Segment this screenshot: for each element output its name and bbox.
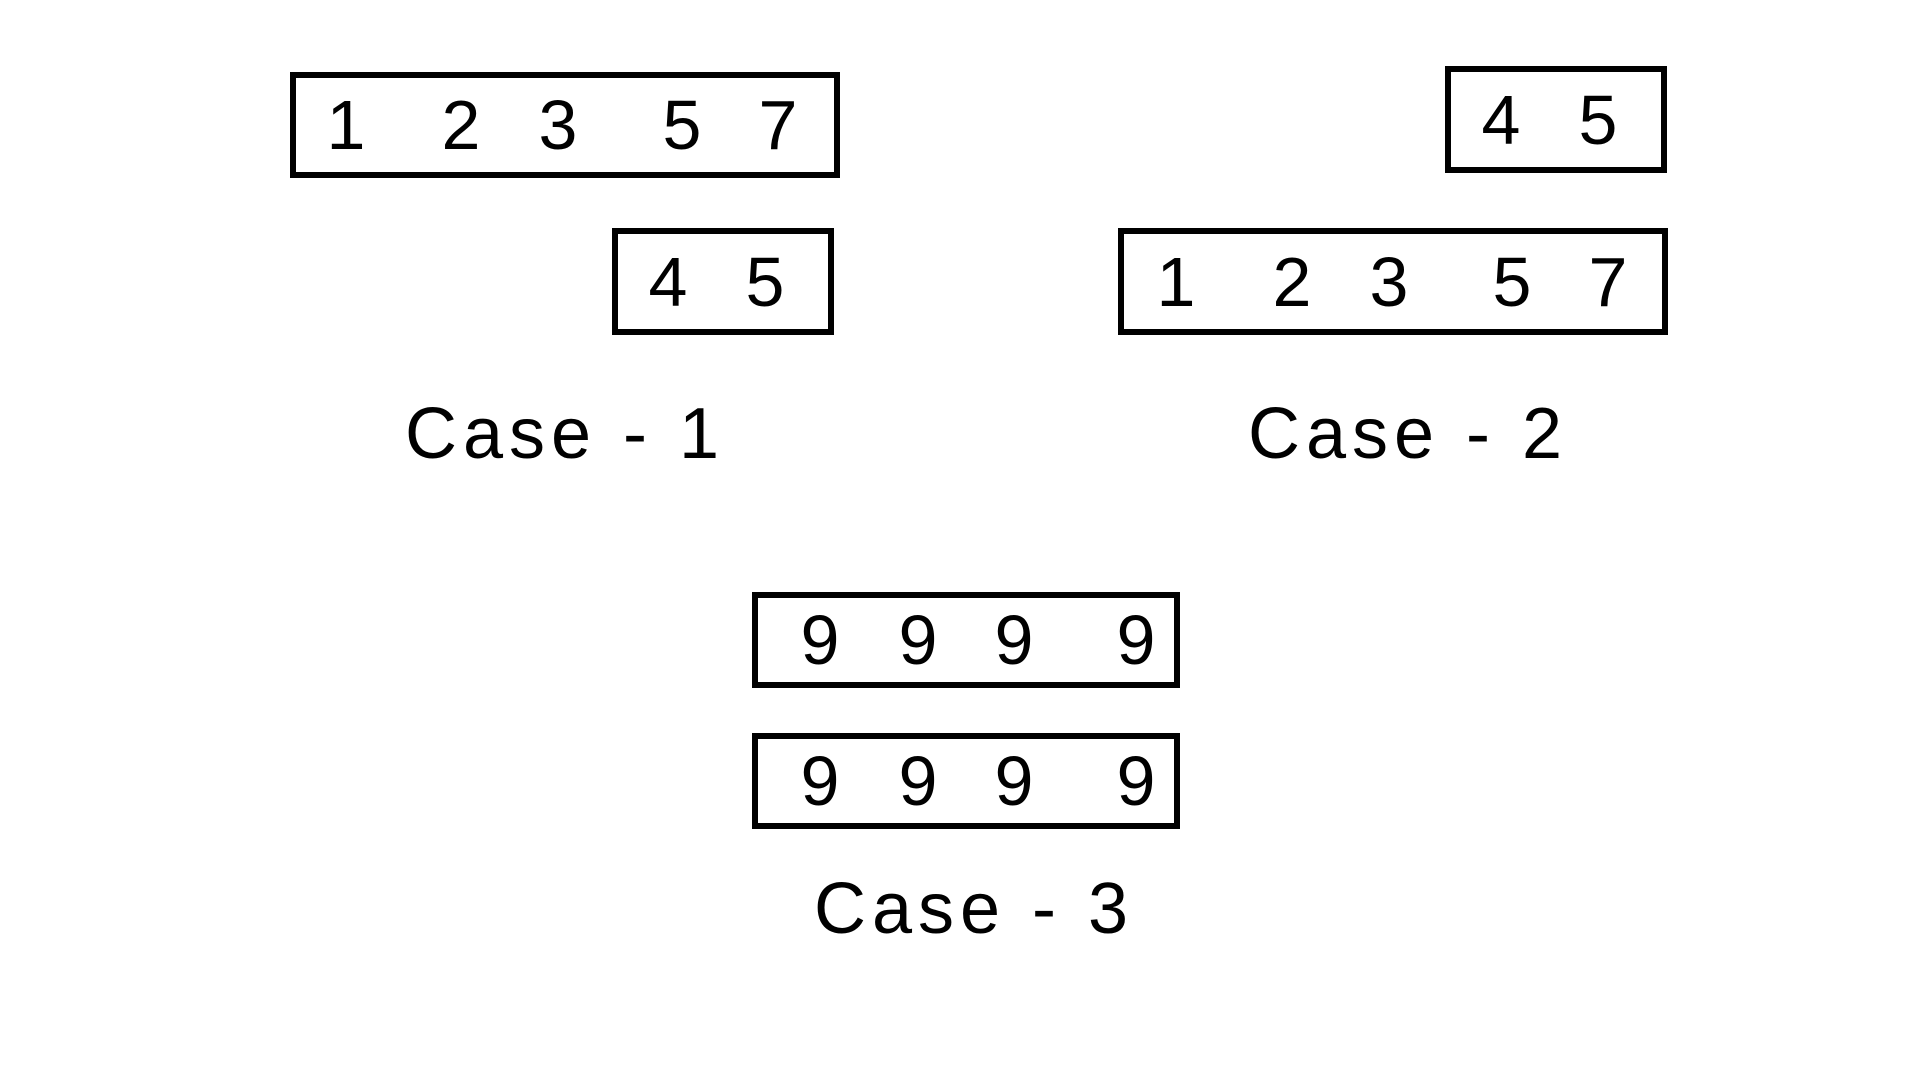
array-digit: 9 bbox=[994, 742, 1034, 820]
array-digit: 5 bbox=[745, 242, 785, 321]
array-digit: 9 bbox=[898, 742, 938, 820]
case-2-shorter-array: 4 5 bbox=[1445, 66, 1667, 173]
array-digit: 4 bbox=[648, 242, 688, 321]
array-digit: 1 bbox=[326, 86, 366, 164]
array-digit: 7 bbox=[1588, 242, 1628, 321]
array-digit: 9 bbox=[800, 601, 840, 679]
array-digit: 4 bbox=[1481, 80, 1521, 159]
case-3-first-array: 9 9 9 9 bbox=[752, 592, 1180, 688]
array-digit: 5 bbox=[1492, 242, 1532, 321]
case-2-caption: Case - 2 bbox=[1247, 394, 1569, 474]
array-digit: 1 bbox=[1156, 242, 1196, 321]
array-digit: 3 bbox=[538, 86, 578, 164]
array-digit: 9 bbox=[1116, 601, 1156, 679]
array-digit: 2 bbox=[1272, 242, 1312, 321]
array-digit: 9 bbox=[994, 601, 1034, 679]
array-digit: 3 bbox=[1369, 242, 1409, 321]
array-digit: 5 bbox=[662, 86, 702, 164]
case-3-caption: Case - 3 bbox=[813, 869, 1135, 949]
array-digit: 9 bbox=[1116, 742, 1156, 820]
case-1-caption: Case - 1 bbox=[404, 394, 726, 474]
case-2-longer-array: 1 2 3 5 7 bbox=[1118, 228, 1668, 335]
array-digit: 9 bbox=[800, 742, 840, 820]
array-digit: 7 bbox=[758, 86, 798, 164]
case-1-shorter-array: 4 5 bbox=[612, 228, 834, 335]
array-digit: 5 bbox=[1578, 80, 1618, 159]
array-digit: 9 bbox=[898, 601, 938, 679]
case-3-second-array: 9 9 9 9 bbox=[752, 733, 1180, 829]
case-1-longer-array: 1 2 3 5 7 bbox=[290, 72, 840, 178]
array-digit: 2 bbox=[441, 86, 481, 164]
